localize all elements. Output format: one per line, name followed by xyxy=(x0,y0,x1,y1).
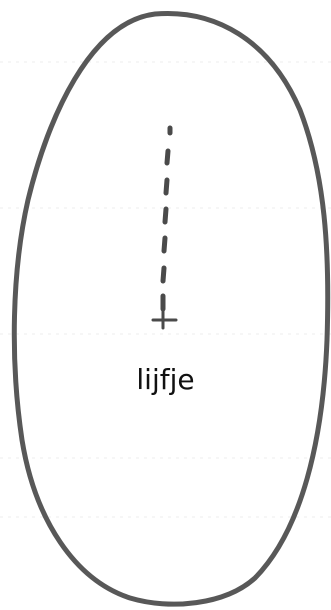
cross-mark xyxy=(153,311,176,328)
pattern-piece-label: lijfje xyxy=(0,360,331,400)
pattern-piece-outline xyxy=(14,13,327,604)
grain-line-dash xyxy=(167,151,168,163)
grain-line-dash xyxy=(165,209,166,222)
grain-line-dash xyxy=(163,268,164,281)
grain-line-dash xyxy=(164,238,165,251)
grain-line xyxy=(163,128,170,309)
grain-line-dash xyxy=(166,180,167,193)
